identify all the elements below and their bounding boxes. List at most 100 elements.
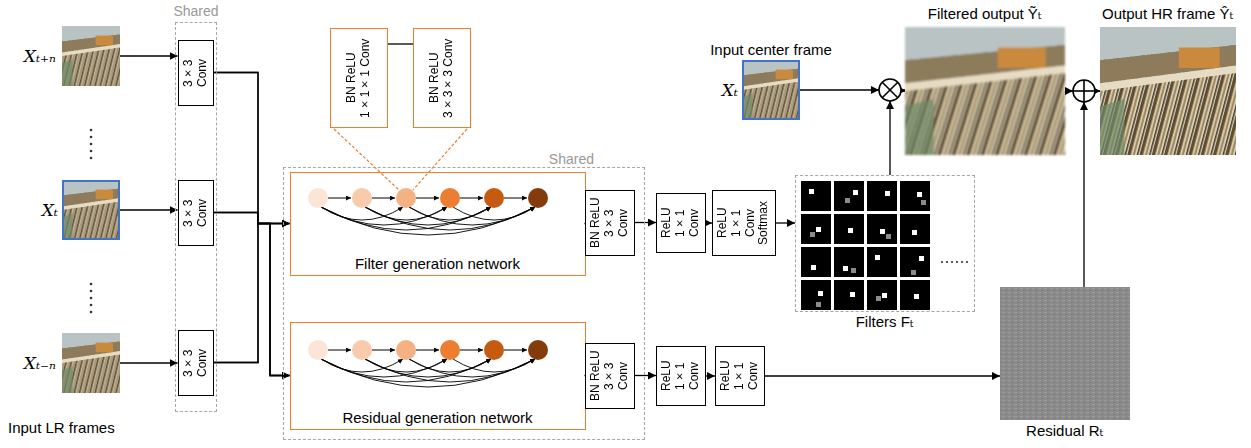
dense-block xyxy=(528,188,548,208)
filter-kernel-grid xyxy=(914,294,919,299)
conv-box: BN ReLU 3×3 Conv xyxy=(585,190,635,256)
dense-block xyxy=(416,198,439,199)
dense-block xyxy=(328,350,351,351)
filter-kernel-grid xyxy=(875,255,880,260)
dense-block xyxy=(460,350,483,351)
ellipsis-dots xyxy=(90,143,93,146)
conv-box: 3×3 Conv xyxy=(178,330,214,396)
connector-group xyxy=(120,44,1100,376)
ellipsis-dots xyxy=(956,261,958,263)
filter-kernel-grid xyxy=(851,268,856,273)
node-label: 3×3 Conv xyxy=(182,184,210,242)
connector xyxy=(120,209,178,210)
dense-block xyxy=(308,188,548,235)
layer-detail-box: BN ReLU 3×3×3 Conv xyxy=(413,28,471,128)
filter-kernel-grid xyxy=(876,296,881,301)
ellipsis-dots xyxy=(90,311,93,314)
node-label: Output HR frame Ŷₜ xyxy=(1102,5,1234,23)
ellipsis-dots xyxy=(90,129,93,132)
filter-kernel-grid xyxy=(886,234,891,239)
leader-line xyxy=(334,129,467,190)
filter-kernel-grid xyxy=(834,181,864,211)
center-frame: Input center frameXₜ xyxy=(742,60,800,120)
filter-kernel-grid xyxy=(867,247,897,277)
add-symbol xyxy=(1080,102,1088,110)
filter-kernel-grid xyxy=(801,280,831,310)
filter-kernel-grid xyxy=(900,181,930,211)
dense-block xyxy=(365,207,535,230)
connector xyxy=(765,375,1000,376)
filter-kernel-grid xyxy=(834,280,864,310)
dense-block xyxy=(365,359,535,382)
node-label: 3×3 Conv xyxy=(182,334,210,392)
shared-group: 3×3 Conv3×3 Conv3×3 ConvShared xyxy=(175,22,217,412)
multiply-symbol xyxy=(882,82,898,98)
input-frame: Xₜ₊ₙ xyxy=(62,26,120,86)
connector xyxy=(776,222,795,223)
conv-box: ReLU 1×1 Conv Softmax xyxy=(712,190,776,256)
filter-kernel-grid xyxy=(816,227,821,232)
ellipsis-dots xyxy=(90,157,93,160)
frame-image xyxy=(1100,27,1236,155)
filter-kernel-grid xyxy=(834,214,864,244)
dense-block xyxy=(396,188,416,208)
connector xyxy=(120,362,178,363)
dense-block xyxy=(528,340,548,360)
frame-image xyxy=(62,180,120,240)
dense-block xyxy=(396,340,416,360)
connector xyxy=(635,222,657,223)
dense-block xyxy=(460,198,483,199)
filter-kernel-grid xyxy=(900,214,930,244)
connector xyxy=(214,73,290,376)
filter-kernel-grid xyxy=(912,230,917,235)
dense-block xyxy=(352,340,372,360)
filter-kernel-grid xyxy=(818,291,823,296)
frame-image xyxy=(62,333,120,393)
dense-block xyxy=(453,359,535,372)
node-label: ReLU 1×1 Conv Softmax xyxy=(716,194,771,252)
add-symbol xyxy=(1065,87,1073,95)
filter-kernel-grid xyxy=(882,293,887,298)
node-label: ReLU 1×1 Conv xyxy=(660,197,701,249)
filtered-output: Filtered output Ỹₜ xyxy=(905,27,1065,155)
dense-block xyxy=(308,340,328,360)
node-label: 3×3 Conv xyxy=(182,44,210,102)
dense-block xyxy=(484,188,504,208)
multiply-symbol xyxy=(871,86,879,94)
ellipsis-dots xyxy=(90,304,93,307)
dense-block xyxy=(453,207,535,220)
filter-kernel-grid xyxy=(911,270,916,275)
node-label: Shared xyxy=(549,151,594,167)
residual-picture xyxy=(1000,287,1130,420)
node-label: BN ReLU 3×3×3 Conv xyxy=(428,32,456,124)
multiply-symbol xyxy=(886,101,894,109)
add-symbol xyxy=(1073,80,1095,102)
filter-kernel-grid xyxy=(801,181,831,211)
residual-network: Residual generation network xyxy=(290,322,586,430)
connector xyxy=(890,91,905,175)
leader-line xyxy=(334,129,399,190)
filter-kernel-grid xyxy=(867,181,897,211)
dense-block xyxy=(328,198,351,199)
dense-block xyxy=(409,359,535,377)
ellipsis-dots xyxy=(90,297,93,300)
node-label: Filters Fₜ xyxy=(856,313,915,331)
ellipsis-dots xyxy=(966,261,968,263)
filter-kernel-grid xyxy=(810,232,815,237)
node-label: Xₜ₋ₙ xyxy=(24,353,56,373)
node-label: BN ReLU 3×3 Conv xyxy=(589,347,630,405)
connector xyxy=(214,224,290,376)
dense-block xyxy=(308,340,548,387)
dense-block xyxy=(416,350,439,351)
node-label: Xₜ xyxy=(42,200,58,220)
dense-block xyxy=(484,340,504,360)
filter-kernel-grid xyxy=(850,292,855,297)
ellipsis-dots xyxy=(90,290,93,293)
filter-kernel-grid xyxy=(848,228,853,233)
filter-kernel-grid xyxy=(801,214,831,244)
filter-kernel-grid xyxy=(816,302,821,307)
filter-kernel-grid xyxy=(880,229,885,234)
caption-label: Input LR frames xyxy=(8,419,115,436)
filter-kernel-grid xyxy=(834,247,864,277)
dense-block xyxy=(440,340,460,360)
